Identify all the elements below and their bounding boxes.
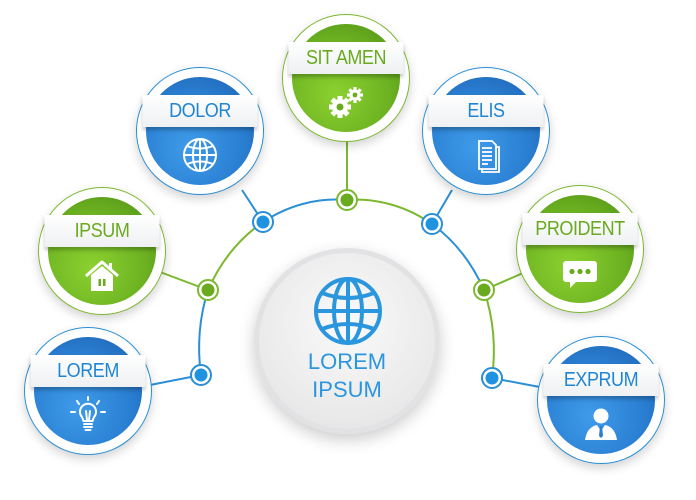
junction-dot <box>481 367 503 389</box>
node-label: IPSUM <box>44 215 160 247</box>
node-lorem[interactable]: LOREM <box>24 327 152 455</box>
junction-dot <box>252 211 274 233</box>
junction-dot <box>421 213 443 235</box>
center-hub: LOREM IPSUM <box>254 248 440 434</box>
house-icon <box>85 260 119 291</box>
junction-dot <box>473 279 495 301</box>
node-elis[interactable]: ELIS <box>422 67 550 195</box>
center-title-line1: LOREM <box>307 349 387 374</box>
node-label: EXPRUM <box>543 364 659 396</box>
junction-dot <box>336 189 358 211</box>
node-label: DOLOR <box>142 95 258 127</box>
node-label: SIT AMEN <box>288 42 404 74</box>
lightbulb-icon <box>70 396 106 431</box>
node-label: LOREM <box>30 355 146 387</box>
person-icon <box>585 408 617 440</box>
node-dolor[interactable]: DOLOR <box>136 67 264 195</box>
speech-bubble-icon <box>563 261 597 288</box>
node-ipsum[interactable]: IPSUM <box>38 187 166 315</box>
node-label: PROIDENT <box>522 213 638 245</box>
node-sit-amen[interactable]: SIT AMEN <box>282 14 410 142</box>
globe-icon <box>314 277 382 345</box>
node-label: ELIS <box>428 95 544 127</box>
junction-dot <box>197 279 219 301</box>
node-exprum[interactable]: EXPRUM <box>537 336 665 464</box>
junction-dot <box>190 364 212 386</box>
center-title-line2: IPSUM <box>312 377 382 402</box>
document-icon <box>478 140 500 173</box>
node-proident[interactable]: PROIDENT <box>516 185 644 313</box>
globe-icon <box>183 138 217 172</box>
gears-icon <box>329 87 363 118</box>
